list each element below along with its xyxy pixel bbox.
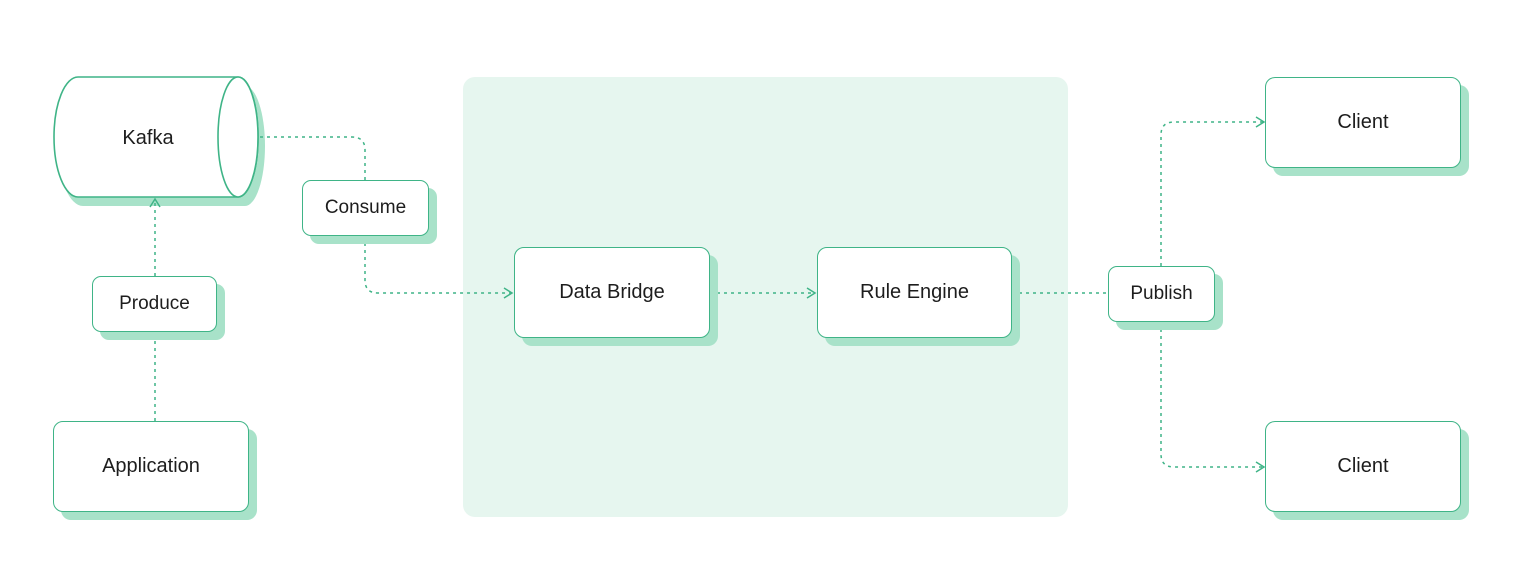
connector-consume-bridge bbox=[364, 236, 514, 299]
connector-publish-client-top bbox=[1160, 116, 1266, 266]
connector-kafka-consume bbox=[260, 136, 366, 180]
consume-node: Consume bbox=[302, 180, 429, 236]
produce-node: Produce bbox=[92, 276, 217, 332]
application-node: Application bbox=[53, 421, 249, 512]
client-bottom-node: Client bbox=[1265, 421, 1461, 512]
kafka-label: Kafka bbox=[122, 126, 174, 149]
client-top-node: Client bbox=[1265, 77, 1461, 168]
publish-node: Publish bbox=[1108, 266, 1215, 322]
data-bridge-node: Data Bridge bbox=[514, 247, 710, 338]
kafka-cylinder bbox=[53, 76, 265, 206]
connector-publish-client-bottom bbox=[1160, 322, 1266, 473]
rule-engine-node: Rule Engine bbox=[817, 247, 1012, 338]
